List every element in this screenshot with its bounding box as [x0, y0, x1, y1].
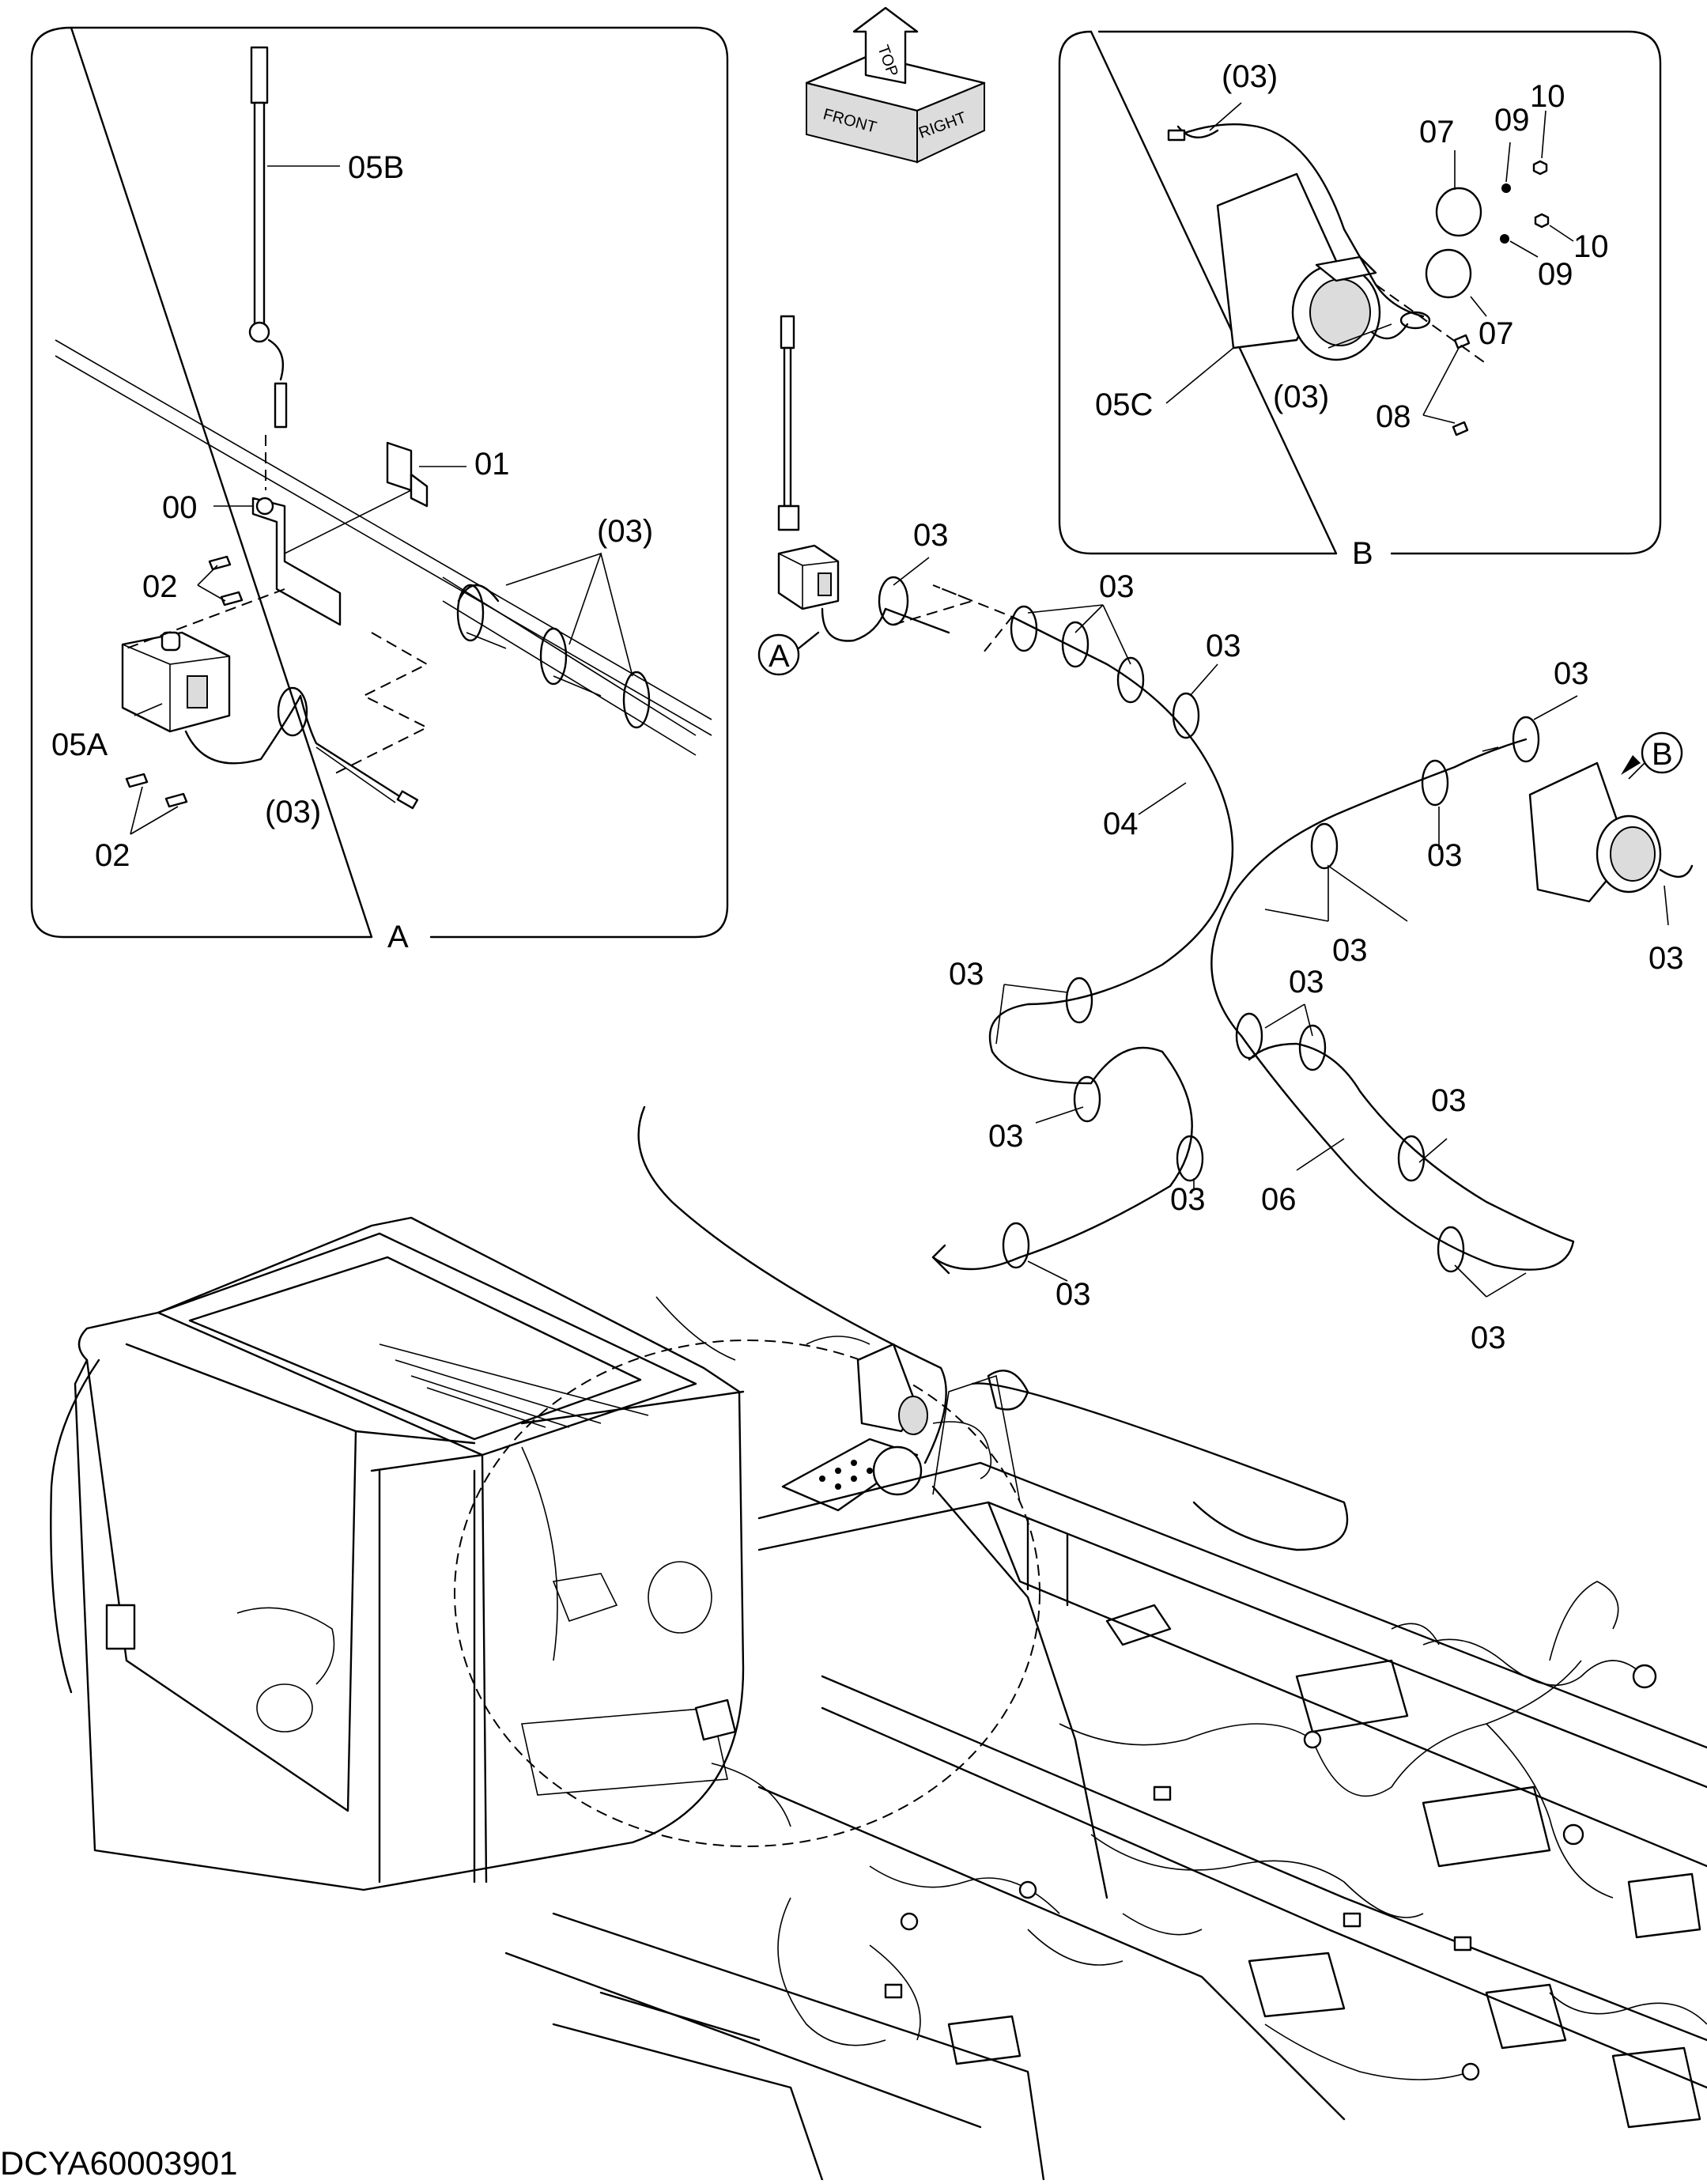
- cab-rail: [55, 339, 712, 756]
- callout-07-lower: 07: [1479, 316, 1514, 351]
- callout-03-m10: 03: [988, 1119, 1024, 1154]
- callout-03-m1: 03: [913, 518, 949, 553]
- step-plate: [781, 1438, 923, 1512]
- callout-03-wire-a: (03): [265, 795, 321, 829]
- zoom-bracket-left: [637, 1105, 947, 1464]
- washers-09: [1500, 142, 1539, 258]
- callout-03-m5: 03: [1427, 838, 1463, 873]
- lamp-wire-b: [1167, 102, 1431, 349]
- marker-a-label: A: [769, 639, 790, 674]
- cab-handle: [105, 1604, 136, 1650]
- detail-a-panel: A: [30, 26, 729, 954]
- callout-03-m13: 03: [1056, 1277, 1091, 1312]
- callout-03-m12: 03: [1431, 1083, 1467, 1118]
- document-id: DCYA60003901: [0, 2144, 237, 2180]
- callout-03-m3: 03: [1206, 629, 1241, 663]
- assembly-line-a2: [331, 632, 429, 776]
- callout-05b: 05B: [348, 150, 404, 185]
- bolts-02-lower: [125, 773, 188, 835]
- callout-03-m11: 03: [1170, 1182, 1206, 1217]
- detail-b-title: B: [1352, 536, 1373, 571]
- marker-b-label: B: [1652, 737, 1673, 772]
- detail-a-title: A: [387, 920, 409, 954]
- callout-03-b-bottom: (03): [1273, 380, 1329, 414]
- clip-01: [284, 441, 466, 554]
- callout-09-upper: 09: [1494, 103, 1530, 138]
- callout-03-m7: 03: [1648, 941, 1684, 976]
- machine-harness: [694, 1581, 1707, 2081]
- callout-08: 08: [1376, 399, 1411, 434]
- cab: [50, 1216, 745, 1891]
- upper-frame: [504, 1370, 1707, 2182]
- callout-01: 01: [474, 447, 510, 482]
- switch-box-05a: [121, 631, 419, 810]
- cab-work-lamp: [655, 1296, 992, 1479]
- detail-b-panel: B: [1058, 30, 1662, 571]
- callout-03-m9: 03: [1289, 965, 1324, 999]
- view-marker-a: A: [757, 631, 820, 676]
- zoom-bracket-right: [971, 1382, 1349, 1551]
- callout-03-m2: 03: [1099, 569, 1135, 604]
- callout-06: 06: [1261, 1182, 1297, 1217]
- callout-03-m4: 03: [1554, 656, 1589, 691]
- callout-00: 00: [162, 490, 198, 525]
- callout-03-b-top: (03): [1222, 59, 1278, 94]
- bracket-00: [213, 497, 342, 626]
- antenna-05b: [248, 46, 340, 490]
- main-harness: [777, 315, 1694, 1275]
- callout-10-lower: 10: [1573, 229, 1609, 264]
- washers-07: [1425, 150, 1487, 317]
- callout-07-upper: 07: [1419, 115, 1455, 149]
- machine-illustration: [50, 1105, 1707, 2182]
- callout-10-upper: 10: [1530, 79, 1565, 114]
- work-lamp-05c: [1165, 172, 1409, 404]
- rail-clamps-03: [456, 552, 651, 729]
- detail-zone-circle: [454, 1339, 1040, 1847]
- view-marker-b: B: [1621, 731, 1683, 775]
- callout-03-rail-a: (03): [597, 514, 653, 549]
- main-callouts: 03 03 03 03 04 03 03 03 03 03 03 03 03 0…: [913, 518, 1684, 1355]
- assembly-line-a1: [126, 588, 285, 649]
- nuts-10: [1532, 110, 1574, 242]
- main-leaders: [893, 557, 1669, 1298]
- callout-02-upper: 02: [142, 569, 178, 604]
- callout-05c: 05C: [1095, 387, 1153, 422]
- callout-02-lower: 02: [95, 838, 130, 873]
- callout-04: 04: [1103, 807, 1139, 841]
- callout-03-m14: 03: [1471, 1321, 1506, 1355]
- callout-05a: 05A: [51, 727, 108, 762]
- callout-03-m8: 03: [949, 957, 984, 992]
- callout-03-m6: 03: [1332, 933, 1368, 968]
- bolts-08: [1375, 284, 1487, 436]
- callout-09-lower: 09: [1538, 257, 1573, 292]
- orientation-symbol: FRONT TOP RIGHT: [805, 6, 986, 164]
- bolts-02-upper: [197, 555, 244, 606]
